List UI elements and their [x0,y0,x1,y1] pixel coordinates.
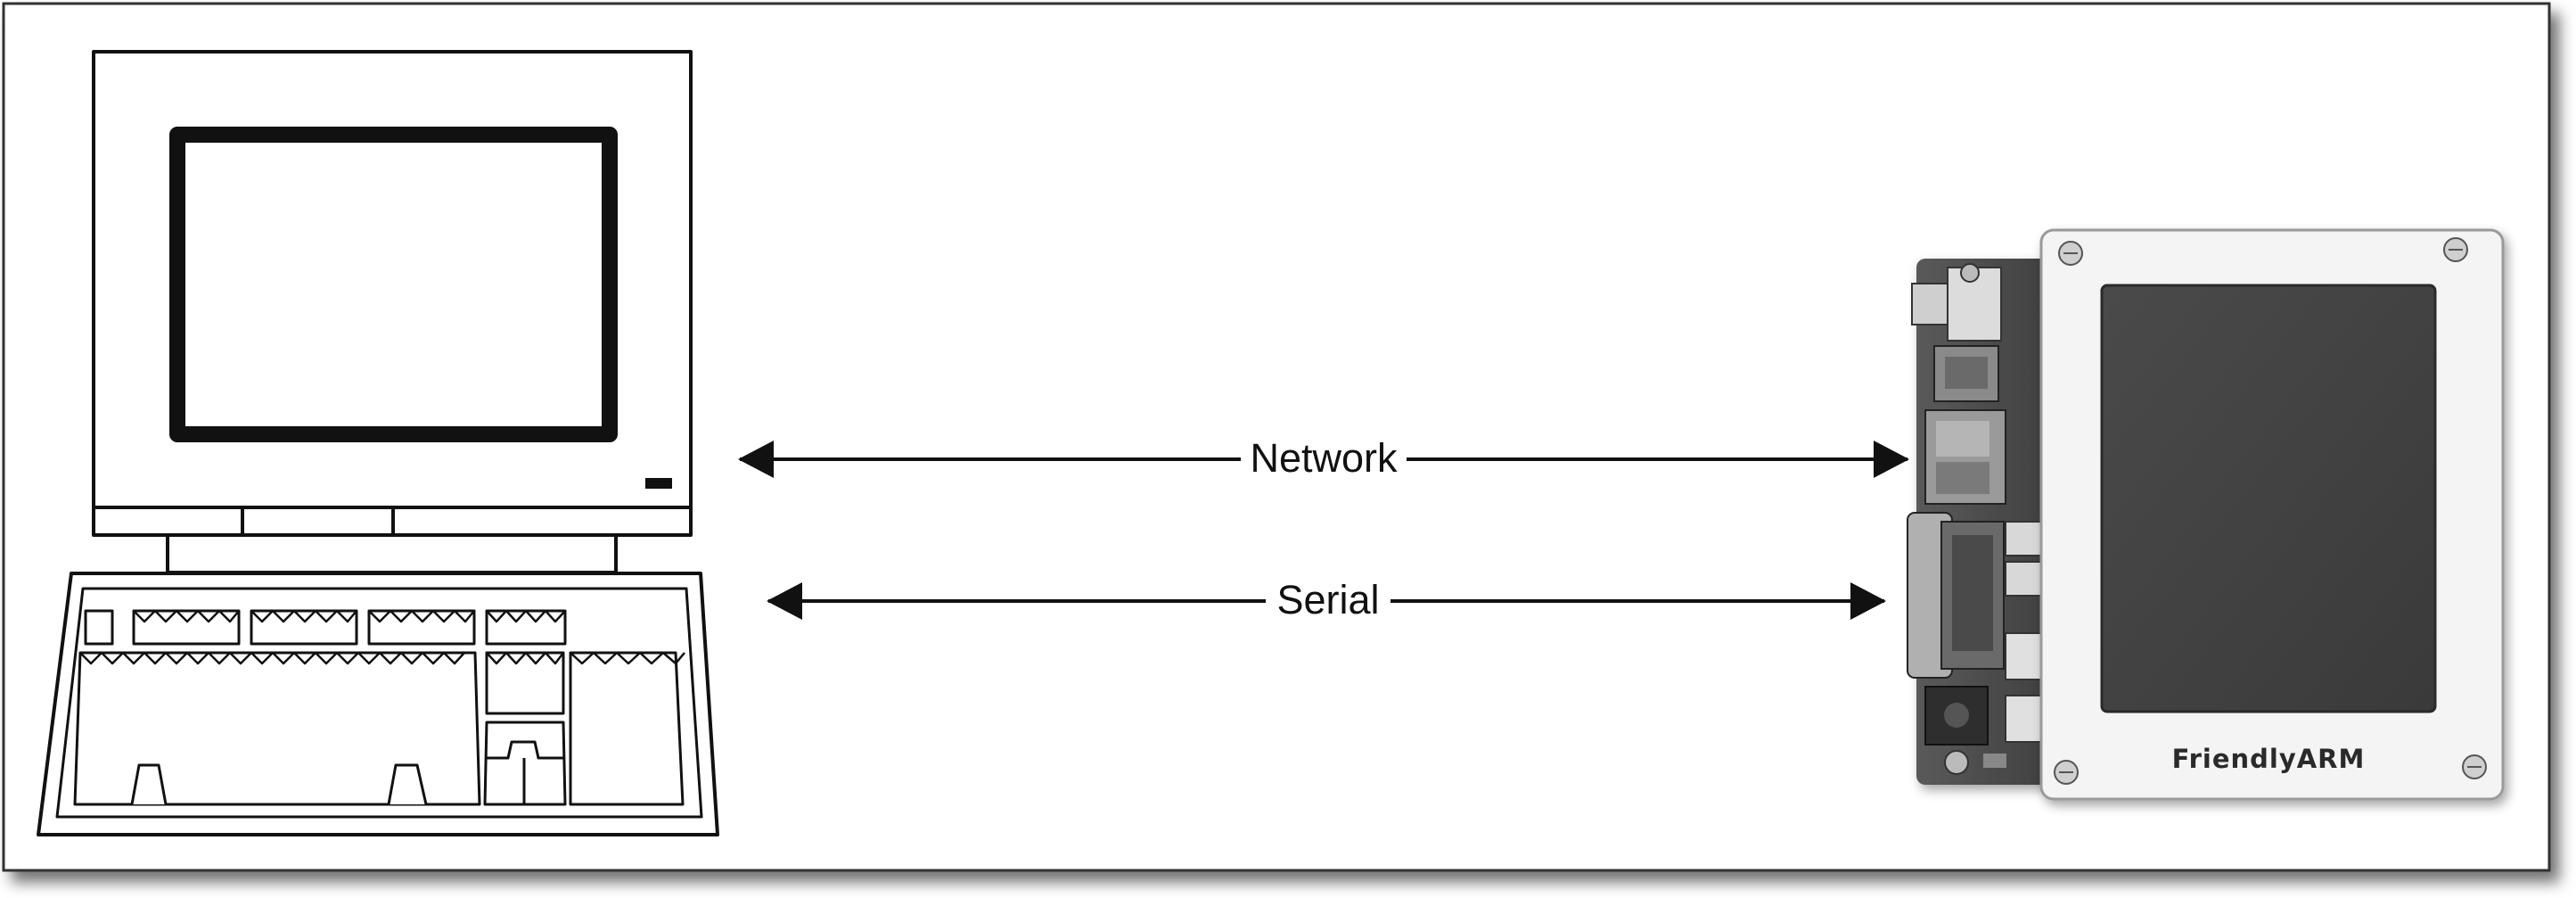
brand-label: FriendlyARM [2172,744,2366,774]
desktop-computer-icon [37,50,719,836]
network-connection-arrow: Network [738,433,1909,486]
monitor-screen [169,127,618,442]
arrowhead-right-icon [1850,582,1886,620]
lcd-display-module: FriendlyARM [2039,228,2505,801]
arrowhead-left-icon [738,441,774,478]
lcd-screen [2100,284,2437,713]
monitor [92,50,693,574]
serial-connection-arrow: Serial [767,574,1886,628]
board-pcb [1907,259,2059,785]
arrowhead-right-icon [1874,441,1909,478]
embedded-board-icon: FriendlyARM [1907,228,2505,801]
keyboard [37,572,719,836]
network-label: Network [1250,435,1398,481]
monitor-stand [166,533,618,574]
arrowhead-left-icon [767,582,802,620]
serial-label: Serial [1276,577,1379,622]
power-led [645,478,672,489]
